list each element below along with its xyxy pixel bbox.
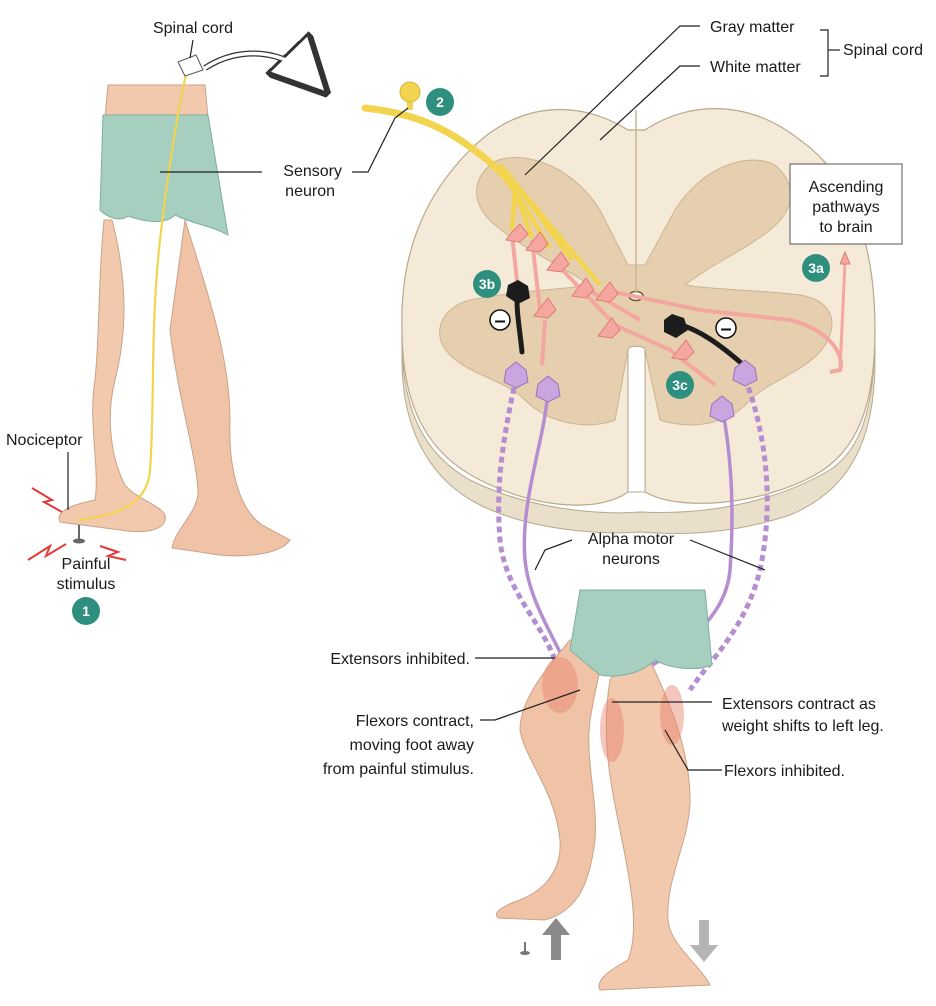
interneuron-cell-8 [671, 339, 695, 361]
motor-cell-right-1 [732, 359, 758, 387]
label-gray-matter: Gray matter [710, 19, 795, 36]
motor-cell-right-2 [709, 395, 735, 423]
badge-step-3b: 3b [473, 270, 501, 298]
sensory-cell-body [399, 81, 421, 103]
svg-text:2: 2 [436, 94, 444, 110]
lower-shorts [569, 589, 713, 677]
inhibitory-interneurons [506, 280, 743, 365]
interneuron-cell-3 [546, 251, 570, 273]
motor-axon-right-solid [609, 404, 734, 692]
leader-spinal-cord [189, 39, 194, 59]
pain-lightning-left [31, 487, 63, 513]
extensor-muscle-left [542, 657, 578, 713]
label-ascending-2: pathways [812, 199, 880, 216]
badge-step-3c: 3c [666, 371, 694, 399]
interneuron-cell-6 [533, 297, 557, 319]
label-white-matter: White matter [710, 59, 801, 76]
badge-step-3a: 3a [802, 254, 830, 282]
label-alpha-2: neurons [602, 551, 660, 568]
svg-text:–: – [720, 318, 731, 340]
pain-lightning-bottom [27, 543, 67, 561]
label-flexors-contract-1: Flexors contract, [356, 713, 474, 730]
tack-head-icon [73, 538, 85, 544]
inhibitory-cell-right [664, 314, 688, 338]
ascending-arrow-icon [839, 250, 851, 265]
motor-axon-right-dashed [687, 377, 770, 692]
inhibit-symbol-right: – [715, 317, 737, 340]
lower-right-leg [598, 639, 711, 991]
label-nociceptor: Nociceptor [6, 432, 83, 449]
interneuron-cell-7 [597, 317, 621, 339]
svg-text:3b: 3b [479, 276, 495, 292]
label-flexors-contract-2: moving foot away [349, 737, 474, 754]
motor-cell-left-1 [503, 361, 529, 389]
label-extensors-contract-1: Extensors contract as [722, 696, 876, 713]
label-spinal-cord-bracket: Spinal cord [843, 42, 923, 59]
label-ascending-1: Ascending [809, 179, 884, 196]
sensory-neuron [361, 81, 602, 287]
badge-step-2: 2 [426, 88, 454, 116]
label-sensory-1: Sensory [283, 163, 342, 180]
interneuron-cell-2 [525, 231, 549, 253]
down-arrow-icon [690, 920, 718, 962]
svg-text:3a: 3a [808, 260, 824, 276]
median-fissure [627, 345, 646, 493]
label-spinal-cord-top: Spinal cord [153, 20, 233, 37]
left-shorts [99, 114, 229, 236]
up-arrow-icon [542, 918, 570, 960]
label-painful-2: stimulus [57, 576, 116, 593]
label-extensors-contract-2: weight shifts to left leg. [721, 718, 884, 735]
left-figure [27, 39, 312, 561]
svg-text:1: 1 [82, 603, 90, 619]
lower-figure [496, 589, 718, 991]
label-flexors-contract-3: from painful stimulus. [323, 761, 474, 778]
extensor-muscle-right [660, 685, 684, 745]
inhibit-symbol-left: – [489, 309, 511, 332]
inhibitory-cell-left [506, 280, 530, 304]
spinal-cord-cut [177, 54, 204, 77]
label-sensory-2: neuron [285, 183, 335, 200]
label-extensors-inhibited: Extensors inhibited. [330, 651, 470, 668]
left-sensory-fiber [77, 64, 190, 522]
leader-lines [160, 25, 840, 771]
left-torso [104, 84, 209, 119]
svg-text:3c: 3c [672, 377, 688, 393]
ascending-pathways-box [789, 163, 903, 245]
interneuron-cell-4 [571, 277, 595, 299]
motor-axon-left-dashed [496, 377, 558, 661]
svg-text:–: – [494, 310, 505, 332]
motor-cell-left-2 [535, 375, 561, 403]
label-ascending-3: to brain [819, 219, 872, 236]
label-flexors-inhibited: Flexors inhibited. [724, 763, 845, 780]
label-alpha-1: Alpha motor [588, 531, 675, 548]
interneuron-cell-1 [505, 223, 529, 243]
left-back-leg [169, 219, 291, 557]
flexor-muscle-left [600, 698, 624, 762]
pain-lightning-right [99, 545, 127, 561]
interneuron-cell-5 [595, 281, 619, 303]
label-painful-1: Painful [62, 556, 111, 573]
badge-step-1: 1 [72, 597, 100, 625]
tack-lower-head-icon [520, 951, 530, 955]
left-front-leg [58, 219, 166, 533]
